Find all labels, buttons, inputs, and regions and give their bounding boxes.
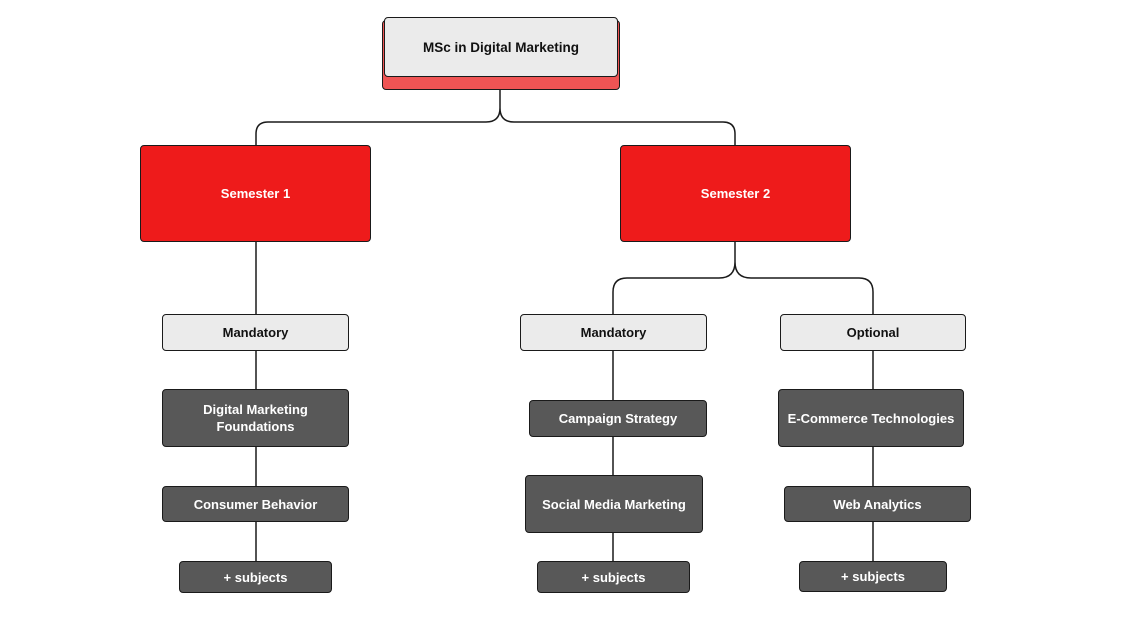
connector-root-to-semesters — [255, 90, 736, 146]
connector-sem2-split — [612, 242, 874, 315]
root-node-label: MSc in Digital Marketing — [422, 39, 580, 55]
more-subjects-label: + subjects — [581, 569, 646, 585]
sem2-subject-social-media-marketing[interactable]: Social Media Marketing — [525, 475, 703, 533]
more-subjects-label: + subjects — [223, 569, 288, 585]
sem2-mandatory-label: Mandatory — [580, 325, 647, 340]
sem2-optional-more-subjects-button[interactable]: + subjects — [799, 561, 947, 592]
sem1-mandatory-label: Mandatory — [222, 325, 289, 340]
subject-label: Consumer Behavior — [193, 496, 318, 512]
subject-label: E-Commerce Technologies — [787, 410, 955, 426]
sem2-subject-web-analytics[interactable]: Web Analytics — [784, 486, 971, 522]
sem2-mandatory-more-subjects-button[interactable]: + subjects — [537, 561, 690, 593]
sem2-optional-label: Optional — [846, 325, 900, 340]
sem2-subject-campaign-strategy[interactable]: Campaign Strategy — [529, 400, 707, 437]
semester-2-label: Semester 2 — [700, 186, 771, 201]
root-node[interactable]: MSc in Digital Marketing — [384, 17, 618, 77]
sem2-optional-node[interactable]: Optional — [780, 314, 966, 351]
subject-label: Web Analytics — [833, 496, 922, 512]
more-subjects-label: + subjects — [841, 569, 905, 584]
sem1-more-subjects-button[interactable]: + subjects — [179, 561, 332, 593]
sem2-subject-e-commerce-technologies[interactable]: E-Commerce Technologies — [778, 389, 964, 447]
sem2-mandatory-node[interactable]: Mandatory — [520, 314, 707, 351]
semester-1-label: Semester 1 — [220, 186, 291, 201]
subject-label: Campaign Strategy — [558, 411, 678, 426]
sem1-subject-digital-marketing-foundations[interactable]: Digital Marketing Foundations — [162, 389, 349, 447]
subject-label: Digital Marketing Foundations — [203, 402, 308, 434]
subject-label: Social Media Marketing — [542, 496, 686, 512]
sem1-subject-consumer-behavior[interactable]: Consumer Behavior — [162, 486, 349, 522]
semester-1-node[interactable]: Semester 1 — [140, 145, 371, 242]
sem1-mandatory-node[interactable]: Mandatory — [162, 314, 349, 351]
semester-2-node[interactable]: Semester 2 — [620, 145, 851, 242]
